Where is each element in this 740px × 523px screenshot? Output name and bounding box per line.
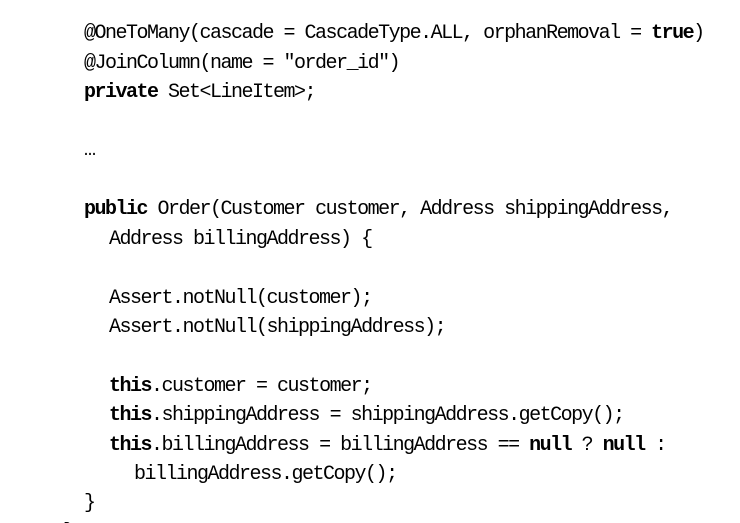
keyword-this: this (109, 375, 153, 398)
keyword-null: null (529, 434, 573, 457)
code-text: Assert.notNull(customer); (109, 287, 373, 310)
code-text: .shippingAddress = shippingAddress.getCo… (151, 404, 625, 427)
code-text: .billingAddress = billingAddress == (151, 434, 530, 457)
code-line-constructor-signature: public Order(Customer customer, Address … (21, 177, 674, 221)
code-line-assert-customer: Assert.notNull(customer); (46, 266, 373, 310)
code-text: Assert.notNull(shippingAddress); (109, 316, 447, 339)
keyword-true: true (651, 22, 695, 45)
code-line-close-class: } (0, 500, 75, 523)
keyword-null: null (602, 434, 647, 457)
code-text: @JoinColumn(name = "order_id") (84, 52, 401, 75)
code-line-close-constructor: } (21, 471, 96, 515)
code-line-ellipsis: … (21, 118, 96, 162)
code-line-assign-shipping: this.shippingAddress = shippingAddress.g… (46, 383, 625, 427)
code-text: @OneToMany(cascade = CascadeType.ALL, or… (84, 22, 652, 45)
code-text: : (644, 434, 667, 457)
code-line-joincolumn: @JoinColumn(name = "order_id") (21, 31, 401, 75)
code-text: Set<LineItem>; (157, 81, 317, 104)
code-text: } (84, 492, 96, 515)
code-line-onetomany: @OneToMany(cascade = CascadeType.ALL, or… (21, 1, 705, 45)
code-text: ? (571, 434, 603, 457)
code-text: billingAddress.getCopy(); (134, 463, 398, 486)
code-text: Address billingAddress) { (109, 228, 373, 251)
code-text: … (84, 139, 96, 162)
code-line-assert-shipping: Assert.notNull(shippingAddress); (46, 295, 447, 339)
keyword-private: private (84, 81, 159, 104)
code-line-assign-billing: this.billingAddress = billingAddress == … (46, 413, 667, 457)
code-text: Order(Customer customer, Address shippin… (147, 198, 674, 221)
code-line-billing-copy: billingAddress.getCopy(); (71, 442, 398, 486)
code-line-constructor-param: Address billingAddress) { (46, 207, 373, 251)
code-text: ) (693, 22, 705, 45)
keyword-this: this (109, 404, 153, 427)
keyword-this: this (109, 434, 153, 457)
code-line-private-set: private Set<LineItem>; (21, 60, 317, 104)
code-text: } (63, 521, 75, 523)
code-text: .customer = customer; (151, 375, 373, 398)
code-line-assign-customer: this.customer = customer; (46, 354, 373, 398)
keyword-public: public (84, 198, 149, 221)
